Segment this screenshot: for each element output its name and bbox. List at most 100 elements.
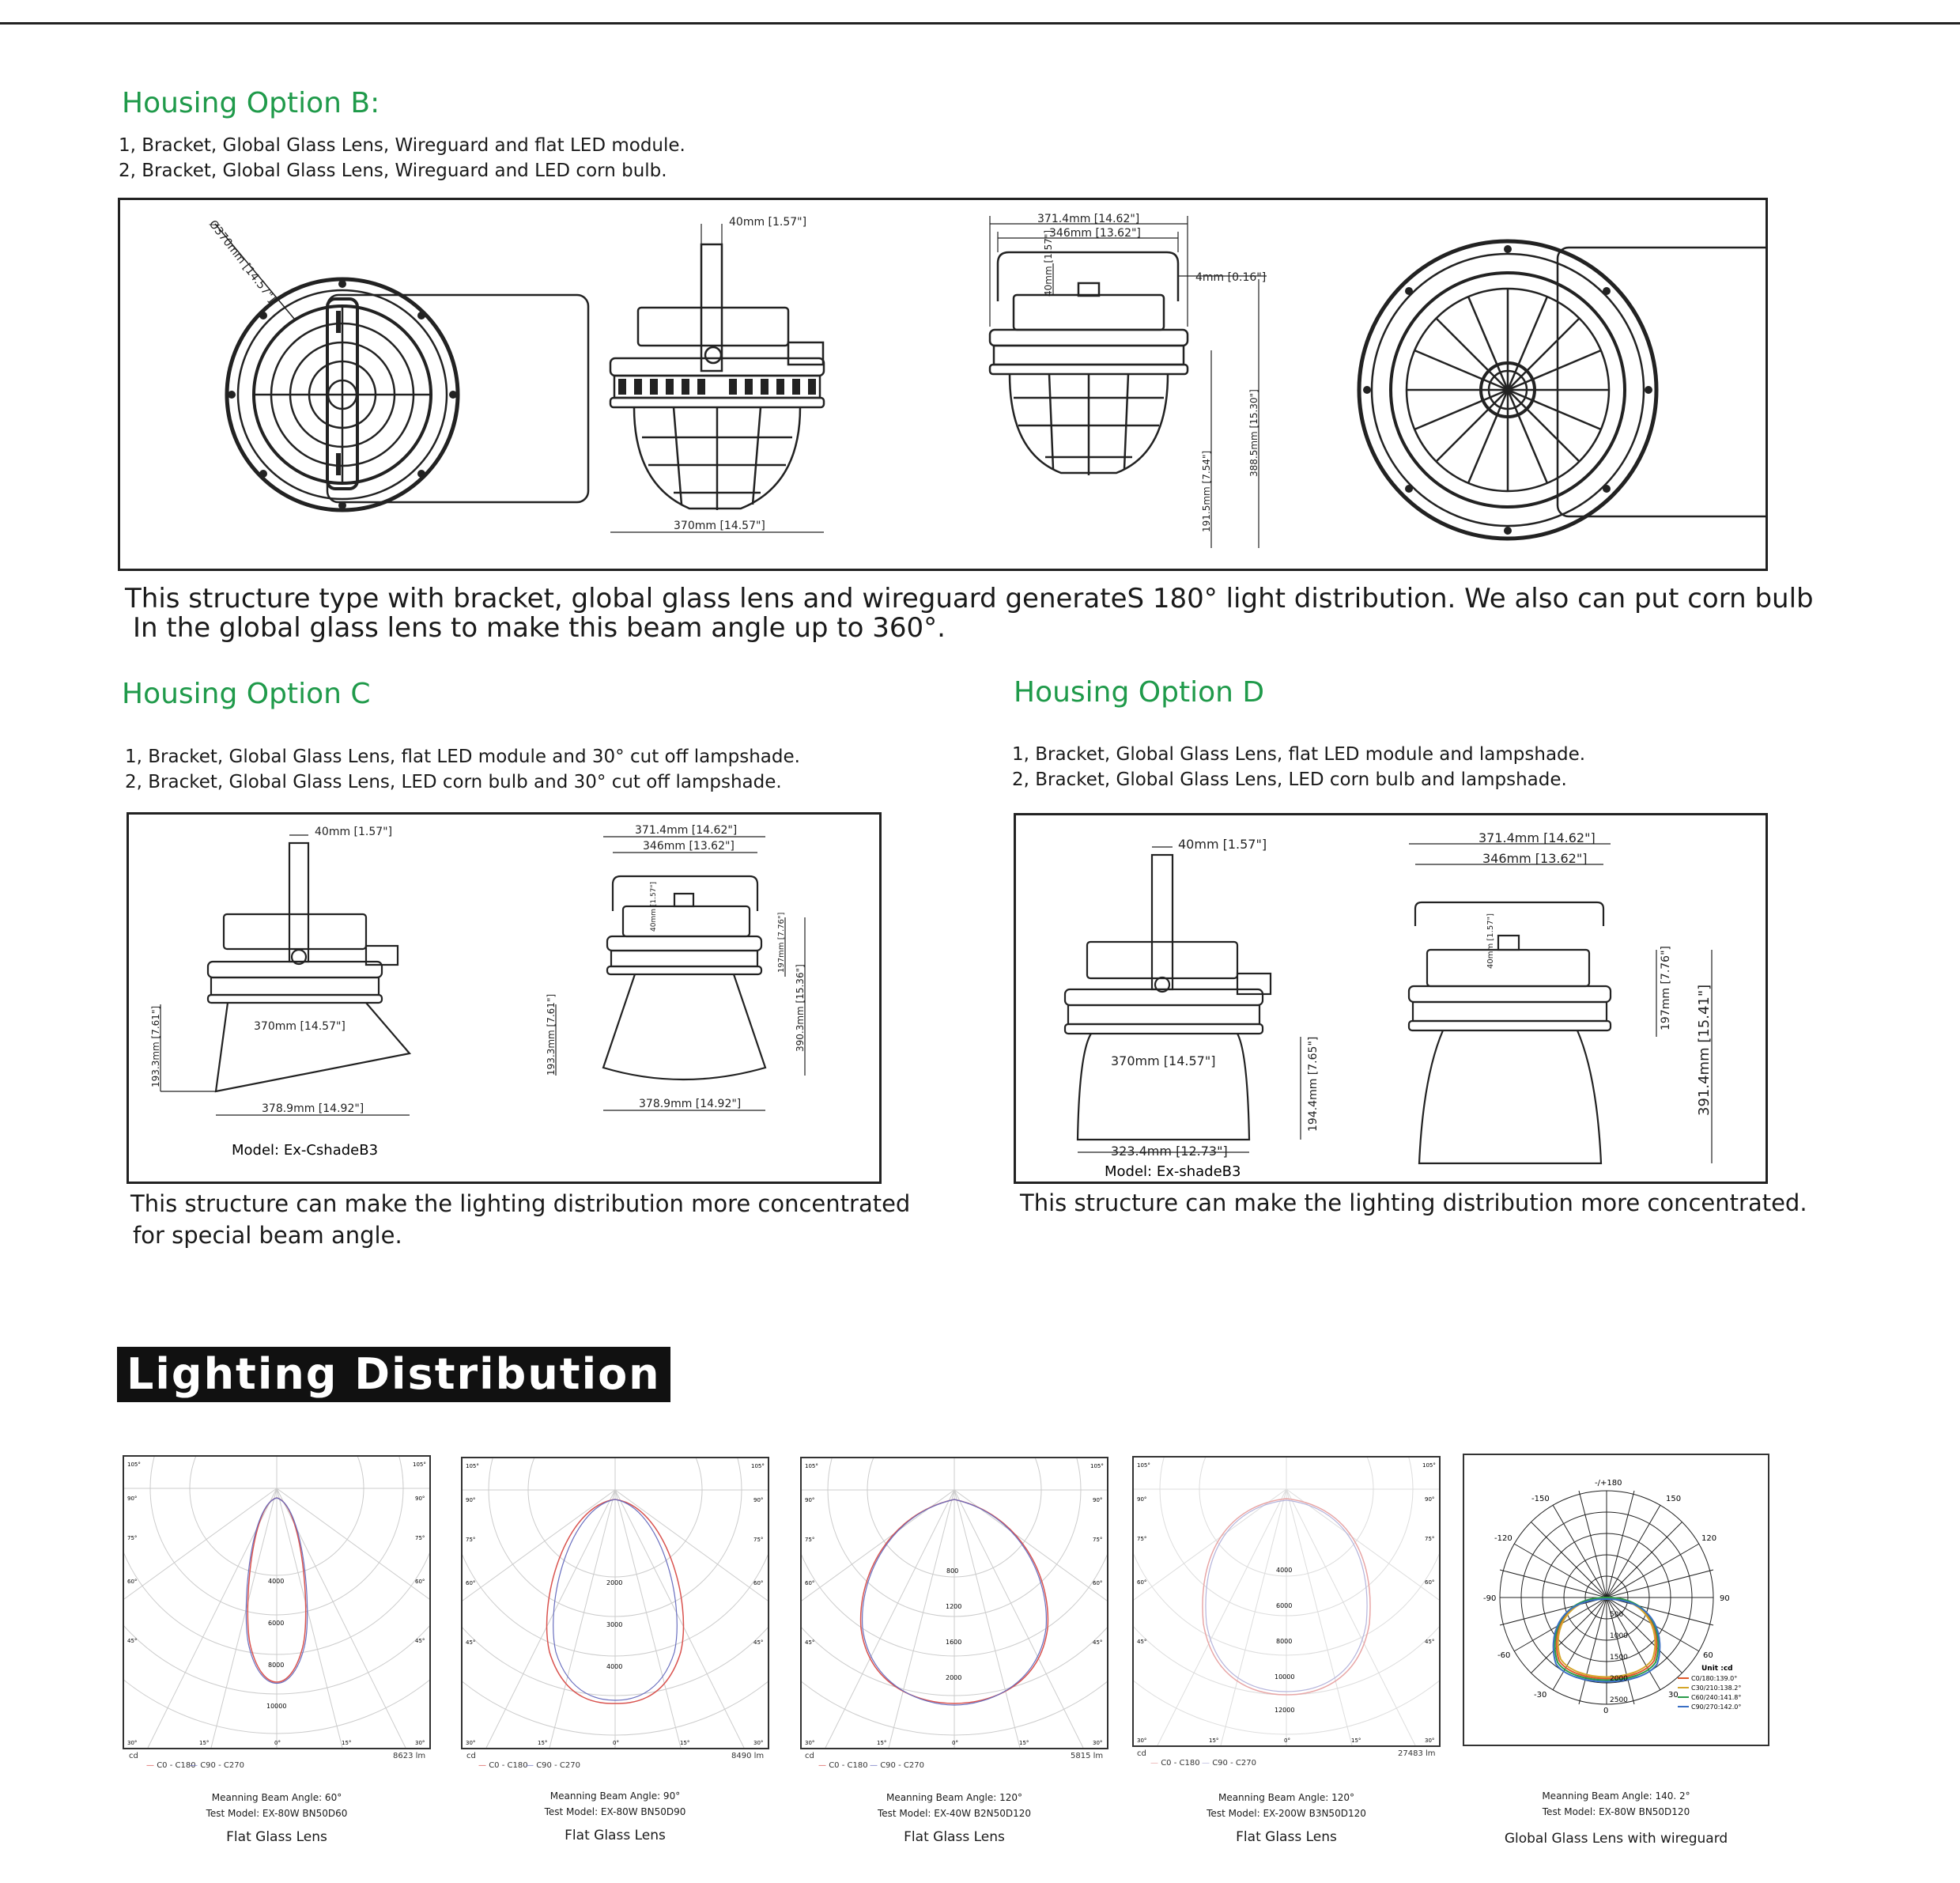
dim-h1-b: 40mm [1.57"] (1043, 230, 1054, 297)
svg-text:60°: 60° (415, 1579, 425, 1585)
option-c-title: Housing Option C (122, 678, 371, 710)
dim-h-shade-d: 194.4mm [7.65"] (1307, 1037, 1320, 1132)
option-d-line2: 2, Bracket, Global Glass Lens, LED corn … (1012, 769, 1567, 790)
dim-h-r2-c: 390.3mm [15.36"] (795, 964, 806, 1052)
plot-1-model: Test Model: EX-80W BN50D60 (206, 1808, 348, 1819)
plot-2-lumens: 8490 lm (731, 1752, 765, 1760)
svg-text:15°: 15° (1209, 1737, 1218, 1744)
svg-text:30: 30 (1668, 1691, 1679, 1700)
svg-text:15°: 15° (877, 1740, 886, 1746)
svg-text:15°: 15° (1019, 1740, 1029, 1746)
photometric-plot-3: 800 1200 1600 2000 105°105° 90°90° 75°75… (708, 1244, 1200, 1749)
svg-text:10000: 10000 (1275, 1673, 1294, 1681)
plot-3-beam: Meanning Beam Angle: 120° (886, 1792, 1023, 1803)
svg-text:-90: -90 (1483, 1594, 1496, 1603)
plot-3-svg: 800 1200 1600 2000 105°105° 90°90° 75°75… (708, 1244, 1200, 1749)
option-c-line2: 2, Bracket, Global Glass Lens, LED corn … (125, 772, 782, 792)
dim-h-r1-d: 197mm [7.76"] (1660, 946, 1672, 1030)
svg-text:4000: 4000 (268, 1578, 284, 1585)
option-d-line1: 1, Bracket, Global Glass Lens, flat LED … (1012, 744, 1586, 765)
plot-4-lens: Flat Glass Lens (1236, 1829, 1337, 1845)
svg-text:-/+180: -/+180 (1595, 1479, 1622, 1488)
option-d-drawings: 40mm [1.57"] 370mm [14.57"] 323.4mm [12.… (1063, 830, 1713, 1180)
svg-text:3000: 3000 (606, 1621, 622, 1628)
option-d-drawing-frame: 40mm [1.57"] 370mm [14.57"] 323.4mm [12.… (1014, 813, 1768, 1184)
svg-text:150: 150 (1666, 1495, 1681, 1503)
svg-text:105°: 105° (127, 1461, 141, 1468)
svg-text:4000: 4000 (606, 1663, 622, 1670)
svg-text:45°: 45° (415, 1638, 425, 1644)
svg-text:1200: 1200 (946, 1603, 961, 1610)
svg-text:30°: 30° (1093, 1740, 1102, 1746)
plot-5-model: Test Model: EX-80W BN50D120 (1542, 1806, 1690, 1817)
option-b-line2: 2, Bracket, Global Glass Lens, Wireguard… (119, 161, 667, 181)
option-c-model: Model: Ex-CshadeB3 (232, 1142, 378, 1159)
svg-text:45°: 45° (1137, 1639, 1146, 1645)
dim-h3-b: 191.5mm [7.54"] (1201, 451, 1212, 532)
svg-text:60°: 60° (1093, 1580, 1102, 1586)
curve-c0 (546, 1499, 685, 1704)
svg-text:2000: 2000 (946, 1674, 961, 1681)
plot-4-svg: 4000 6000 8000 10000 12000 105°105° 90°9… (1040, 1243, 1532, 1746)
plot-2-lens: Flat Glass Lens (565, 1828, 666, 1843)
svg-text:2500: 2500 (1610, 1696, 1628, 1704)
plot-4-lumens: 27483 lm (1398, 1749, 1436, 1758)
svg-text:90°: 90° (1137, 1496, 1146, 1503)
svg-text:1500: 1500 (1610, 1654, 1628, 1662)
curve-c0 (859, 1499, 1049, 1704)
option-d-desc: This structure can make the lighting dis… (1020, 1189, 1807, 1216)
photometric-plot-5-polar: -/+180 -150 150 -120 120 -90 90 -60 60 -… (1463, 1454, 1769, 1746)
dim-w-left-c: 378.9mm [14.92"] (262, 1102, 364, 1115)
svg-text:1600: 1600 (946, 1639, 961, 1646)
svg-text:0°: 0° (613, 1740, 619, 1746)
svg-text:90°: 90° (127, 1495, 137, 1502)
photometric-plot-2: 2000 3000 4000 105°105° 90°90° 75°75° 60… (369, 1244, 861, 1749)
svg-text:60°: 60° (1137, 1579, 1146, 1586)
svg-text:60°: 60° (805, 1580, 814, 1586)
plot-3-lens: Flat Glass Lens (904, 1829, 1005, 1845)
svg-text:-60: -60 (1497, 1651, 1510, 1660)
curve-c0 (247, 1497, 307, 1683)
svg-text:0°: 0° (274, 1740, 281, 1746)
svg-text:30°: 30° (805, 1740, 814, 1746)
dim-w2-c: 346mm [13.62"] (643, 840, 735, 853)
top-rule (0, 22, 1960, 25)
svg-text:6000: 6000 (1276, 1602, 1292, 1609)
plot-3-unit: cd (805, 1752, 814, 1760)
plot-1-legend-1: — C0 - C180 (146, 1761, 196, 1770)
svg-text:6000: 6000 (268, 1620, 284, 1627)
svg-text:2000: 2000 (606, 1579, 622, 1586)
svg-text:-150: -150 (1531, 1495, 1550, 1503)
svg-text:90: 90 (1720, 1594, 1730, 1603)
dim-dia-top: Ø370mm [14.57"] (206, 218, 278, 305)
plot-3-lumens: 5815 lm (1071, 1752, 1104, 1760)
photometric-plot-1: 4000 6000 8000 10000 105°105° 90°90° 75°… (31, 1242, 523, 1749)
svg-text:90°: 90° (1093, 1497, 1102, 1503)
svg-text:8000: 8000 (1276, 1638, 1292, 1645)
svg-text:105°: 105° (751, 1463, 765, 1469)
svg-text:30°: 30° (1137, 1737, 1146, 1744)
svg-text:500: 500 (1610, 1611, 1623, 1619)
svg-text:0°: 0° (1284, 1737, 1290, 1744)
dim-bracket-d: 40mm [1.57"] (1178, 837, 1267, 852)
plot-2-legend-1: — C0 - C180 (478, 1761, 528, 1770)
svg-text:60°: 60° (127, 1579, 137, 1585)
dim-dia-shade-d: 323.4mm [12.73"] (1111, 1144, 1228, 1159)
plot-2-beam: Meanning Beam Angle: 90° (549, 1790, 681, 1802)
svg-text:90°: 90° (805, 1497, 814, 1503)
svg-text:C30/210:138.2°: C30/210:138.2° (1691, 1684, 1741, 1692)
plot-2-unit: cd (466, 1752, 476, 1760)
svg-text:45°: 45° (127, 1638, 137, 1644)
lighting-distribution-title: Lighting Distribution (117, 1347, 670, 1402)
plot-2-legend-2: — C90 - C270 (526, 1761, 580, 1770)
plot-1-beam: Meanning Beam Angle: 60° (211, 1792, 342, 1803)
dim-bracket-b: 40mm [1.57"] (729, 216, 806, 229)
curve-c0-180 (1555, 1597, 1658, 1680)
plot-4-legend-1: — C0 - C180 (1150, 1759, 1200, 1768)
svg-text:-120: -120 (1494, 1534, 1512, 1543)
plot-4-legend-2: — C90 - C270 (1202, 1759, 1256, 1768)
svg-text:30°: 30° (753, 1740, 763, 1746)
svg-text:60°: 60° (466, 1580, 475, 1586)
curve-c30-210 (1557, 1597, 1656, 1678)
option-d-title: Housing Option D (1014, 676, 1265, 709)
